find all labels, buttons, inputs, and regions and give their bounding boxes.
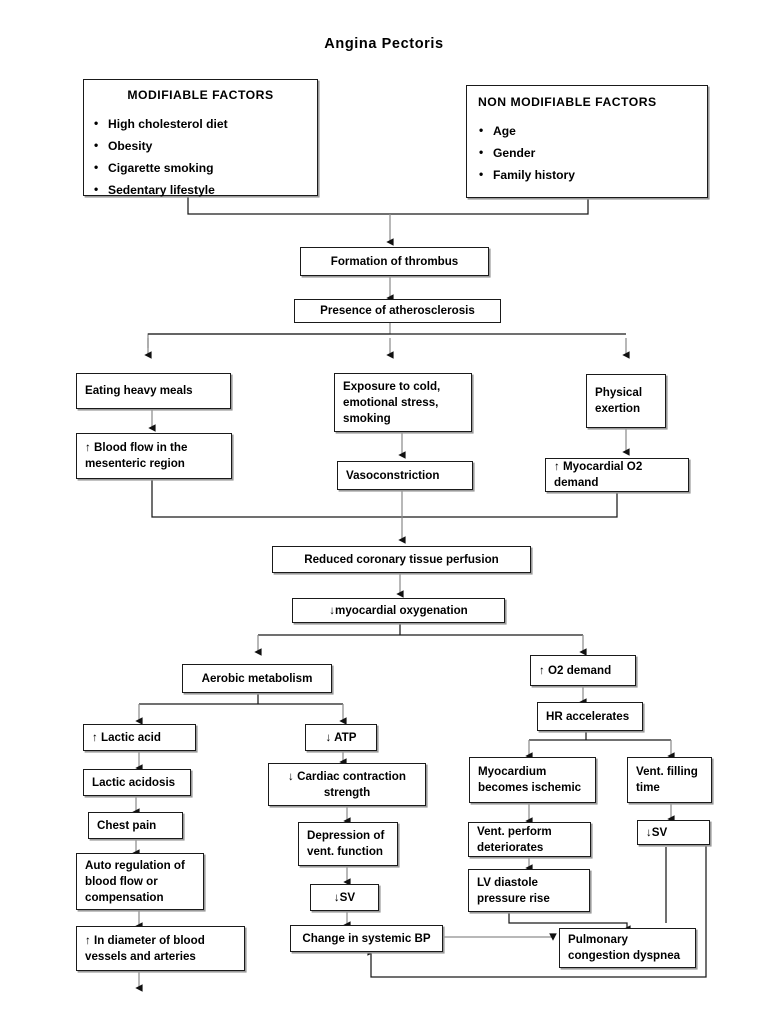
node-myocardial-oxygenation: ↓myocardial oxygenation	[292, 598, 505, 623]
node-physical-exertion: Physical exertion	[586, 374, 666, 428]
panel-item-list: Age Gender Family history	[478, 124, 698, 181]
node-formation-of-thrombus: Formation of thrombus	[300, 247, 489, 276]
node-lv-diastole-pressure-rise: LV diastole pressure rise	[468, 869, 590, 912]
panel-heading: MODIFIABLE FACTORS	[127, 88, 274, 102]
list-item: Age	[478, 124, 698, 137]
list-item: Gender	[478, 146, 698, 159]
list-item: Sedentary lifestyle	[93, 183, 308, 196]
node-cardiac-contraction-strength: ↓ Cardiac contraction strength	[268, 763, 426, 806]
node-reduced-coronary-tissue-perfusion: Reduced coronary tissue perfusion	[272, 546, 531, 573]
node-lactic-acidosis: Lactic acidosis	[83, 769, 191, 796]
node-vent-filling-time: Vent. filling time	[627, 757, 712, 803]
node-aerobic-metabolism: Aerobic metabolism	[182, 664, 332, 693]
node-chest-pain: Chest pain	[88, 812, 183, 839]
node-pulmonary-congestion-dyspnea: Pulmonary congestion dyspnea	[559, 928, 696, 968]
node-vasoconstriction: Vasoconstriction	[337, 461, 473, 490]
node-hr-accelerates: HR accelerates	[537, 702, 643, 731]
node-sv-decrease-right: ↓SV	[637, 820, 710, 845]
node-blood-flow-mesenteric: ↑ Blood flow in the mesenteric region	[76, 433, 232, 479]
node-change-in-systemic-bp: Change in systemic BP	[290, 925, 443, 952]
node-o2-demand: ↑ O2 demand	[530, 655, 636, 686]
node-vent-perform-deteriorates: Vent. perform deteriorates	[468, 822, 591, 857]
list-item: Cigarette smoking	[93, 161, 308, 174]
node-auto-regulation: Auto regulation of blood flow or compens…	[76, 853, 204, 910]
node-exposure-to-cold: Exposure to cold, emotional stress, smok…	[334, 373, 472, 432]
node-eating-heavy-meals: Eating heavy meals	[76, 373, 231, 409]
panel-heading: NON MODIFIABLE FACTORS	[478, 95, 657, 109]
page-title: Angina Pectoris	[324, 36, 444, 52]
node-sv-decrease-mid: ↓SV	[310, 884, 379, 911]
node-lactic-acid: ↑ Lactic acid	[83, 724, 196, 751]
node-myocardium-becomes-ischemic: Myocardium becomes ischemic	[469, 757, 596, 803]
list-item: Family history	[478, 168, 698, 181]
node-presence-of-atherosclerosis: Presence of atherosclerosis	[294, 299, 501, 323]
node-atp: ↓ ATP	[305, 724, 377, 751]
node-myocardial-o2-demand: ↑ Myocardial O2 demand	[545, 458, 689, 492]
node-depression-of-vent-function: Depression of vent. function	[298, 822, 398, 866]
list-item: High cholesterol diet	[93, 117, 308, 130]
panel-non-modifiable-factors: NON MODIFIABLE FACTORS Age Gender Family…	[466, 85, 708, 198]
list-item: Obesity	[93, 139, 308, 152]
panel-modifiable-factors: MODIFIABLE FACTORS High cholesterol diet…	[83, 79, 318, 196]
node-diameter-of-blood-vessels: ↑ In diameter of blood vessels and arter…	[76, 926, 245, 971]
panel-item-list: High cholesterol diet Obesity Cigarette …	[93, 117, 308, 196]
